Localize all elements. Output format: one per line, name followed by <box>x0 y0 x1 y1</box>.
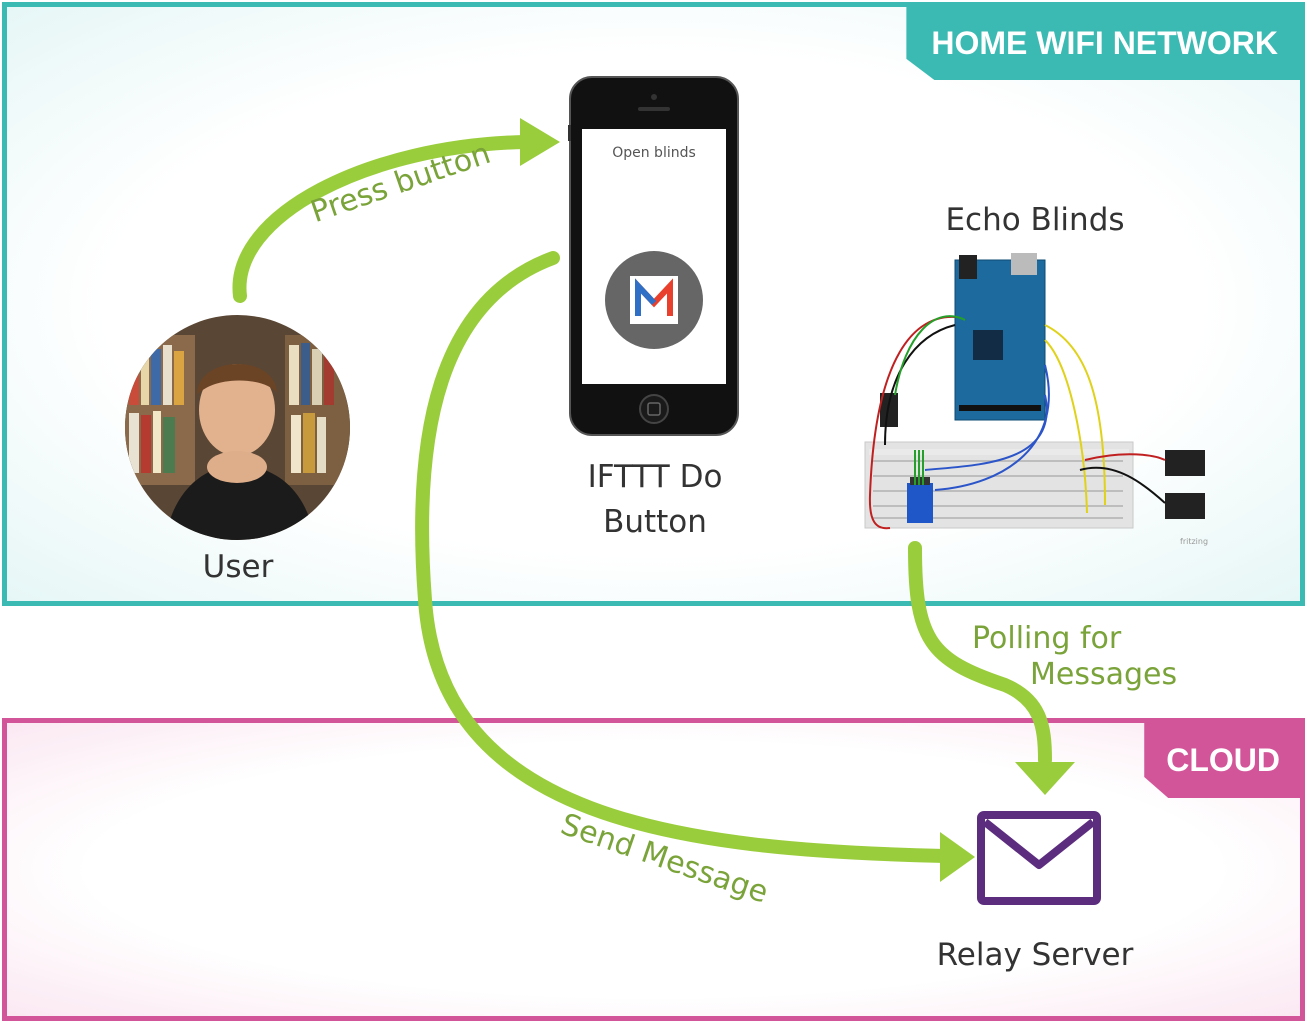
fritzing-watermark: fritzing <box>1180 537 1209 546</box>
envelope-icon <box>976 810 1102 906</box>
polling-label-line1: Polling for <box>972 621 1122 656</box>
send-message-arrowhead <box>940 832 975 882</box>
send-message-arrow <box>415 251 952 863</box>
phone-device: Open blinds <box>568 75 740 437</box>
polling-label-line2: Messages <box>1030 657 1178 692</box>
echo-blinds-label: Echo Blinds <box>945 202 1125 238</box>
phone-label-line1: IFTTT Do <box>587 459 723 495</box>
arduino-breadboard-image: fritzing <box>855 245 1215 555</box>
relay-server-label: Relay Server <box>936 937 1134 973</box>
polling-arrow <box>908 541 1052 767</box>
polling-arrowhead <box>1015 762 1075 795</box>
home-wifi-network-tag: HOME WIFI NETWORK <box>906 7 1300 80</box>
user-label: User <box>202 549 274 585</box>
cloud-zone: CLOUD <box>2 718 1305 1021</box>
phone-label: IFTTT Do Button <box>560 455 750 545</box>
phone-label-line2: Button <box>603 504 707 540</box>
press-button-arrowhead <box>520 118 560 166</box>
cloud-tag: CLOUD <box>1144 723 1300 798</box>
press-button-arrow <box>232 135 532 303</box>
phone-screen-text: Open blinds <box>612 145 696 161</box>
user-avatar <box>125 315 350 540</box>
